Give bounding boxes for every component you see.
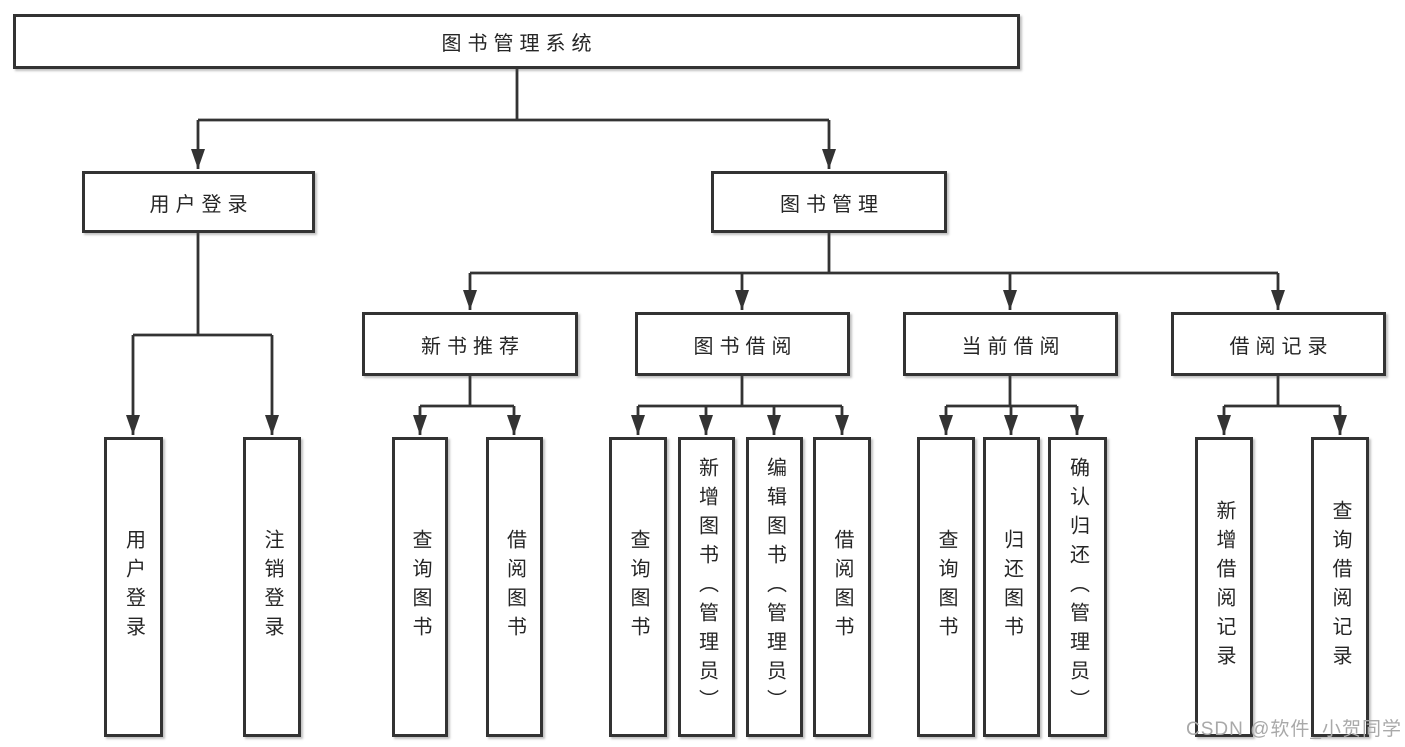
- node-user-login: 用户登录: [82, 171, 315, 233]
- leaf-query-books-recommend: 查询图书: [392, 437, 448, 737]
- node-label: 图书管理: [780, 193, 884, 216]
- leaf-edit-book-admin: 编辑图书（管理员）: [746, 437, 803, 737]
- leaf-query-books-borrow: 查询图书: [609, 437, 667, 737]
- leaf-borrow-books-recommend: 借阅图书: [486, 437, 543, 737]
- node-current-borrowing: 当前借阅: [903, 312, 1118, 376]
- leaf-return-books: 归还图书: [983, 437, 1040, 737]
- leaf-confirm-return-admin: 确认归还（管理员）: [1048, 437, 1107, 737]
- leaf-query-borrow-record: 查询借阅记录: [1311, 437, 1369, 737]
- node-label: 编辑图书（管理员）: [763, 456, 786, 718]
- node-label: 注销登录: [261, 529, 283, 645]
- node-book-borrowing: 图书借阅: [635, 312, 850, 376]
- node-label: 用户登录: [149, 193, 254, 216]
- leaf-add-borrow-record: 新增借阅记录: [1195, 437, 1253, 737]
- node-label: 图书管理系统: [441, 33, 598, 55]
- node-label: 用户登录: [122, 529, 145, 645]
- node-label: 新增借阅记录: [1213, 500, 1235, 674]
- node-borrowing-records: 借阅记录: [1171, 312, 1386, 376]
- node-label: 借阅图书: [503, 529, 526, 645]
- leaf-query-books-current: 查询图书: [917, 437, 975, 737]
- node-label: 查询图书: [409, 529, 431, 645]
- node-label: 查询图书: [935, 529, 957, 645]
- node-library-management-system: 图书管理系统: [13, 14, 1020, 69]
- leaf-logout: 注销登录: [243, 437, 301, 737]
- node-book-management: 图书管理: [711, 171, 947, 233]
- leaf-add-book-admin: 新增图书（管理员）: [678, 437, 735, 737]
- node-label: 新书推荐: [421, 335, 525, 358]
- node-label: 确认归还（管理员）: [1066, 456, 1089, 718]
- node-label: 借阅图书: [831, 529, 853, 645]
- leaf-user-login: 用户登录: [104, 437, 163, 737]
- node-label: 归还图书: [1000, 529, 1023, 645]
- node-label: 查询借阅记录: [1329, 500, 1351, 674]
- connector-arrows: [126, 120, 1347, 435]
- csdn-watermark: CSDN @软件_小贺同学: [1186, 719, 1402, 740]
- node-new-book-recommendation: 新书推荐: [362, 312, 578, 376]
- leaf-borrow-books: 借阅图书: [813, 437, 871, 737]
- node-label: 新增图书（管理员）: [695, 456, 718, 718]
- node-label: 查询图书: [627, 529, 649, 645]
- node-label: 借阅记录: [1229, 335, 1334, 358]
- node-label: 图书借阅: [693, 335, 798, 358]
- node-label: 当前借阅: [961, 335, 1066, 358]
